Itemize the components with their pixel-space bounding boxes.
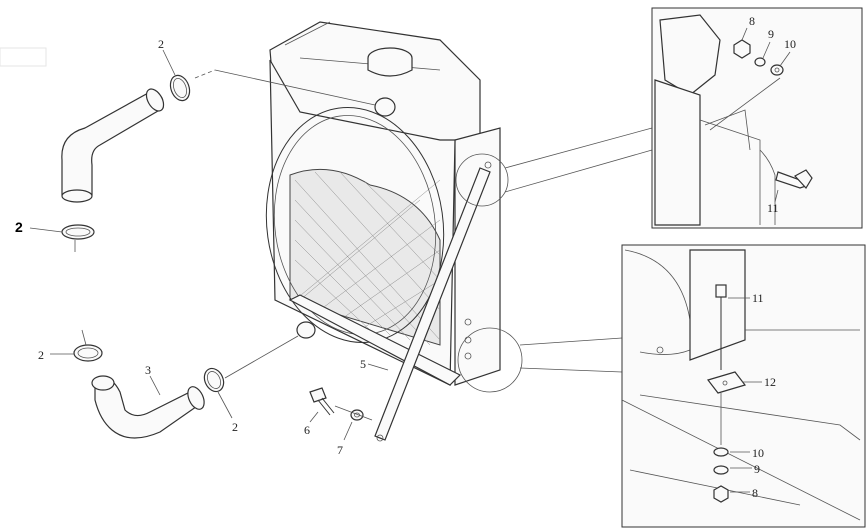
upper-hose-group xyxy=(29,49,376,252)
core-mesh-lines xyxy=(294,171,441,346)
callout-washer: 7 xyxy=(337,443,343,457)
callout-labels: 2 2 2 2 3 5 6 7 8 9 10 11 11 12 10 9 8 xyxy=(15,14,796,500)
radiator-assembly xyxy=(265,21,501,442)
callout-bottom-spring-washer: 10 xyxy=(752,446,764,460)
callout-clamp-bottom-left: 2 xyxy=(38,348,44,362)
callout-stay-rod: 5 xyxy=(360,357,366,371)
callout-top-bolt: 11 xyxy=(767,201,779,215)
callout-top-nut: 8 xyxy=(749,14,755,28)
callout-bottom-bolt: 11 xyxy=(752,291,764,305)
callout-bottom-washer: 9 xyxy=(754,462,760,476)
corner-tab xyxy=(0,47,47,67)
callout-clamp-bottom-right: 2 xyxy=(232,420,238,434)
callout-lower-hose: 3 xyxy=(145,363,151,377)
callout-bottom-nut: 8 xyxy=(752,486,758,500)
callout-clamp-lower: 2 xyxy=(15,219,23,235)
callout-top-spring-washer: 10 xyxy=(784,37,796,51)
callout-bottom-plate: 12 xyxy=(764,375,776,389)
bolt-washer-group xyxy=(309,363,389,441)
top-detail-callout xyxy=(455,7,863,229)
lower-hose-group xyxy=(50,329,299,439)
callout-clamp-upper: 2 xyxy=(158,37,164,51)
bottom-detail-callout xyxy=(457,244,866,528)
callout-top-washer: 9 xyxy=(768,27,774,41)
callout-bolt: 6 xyxy=(304,423,310,437)
